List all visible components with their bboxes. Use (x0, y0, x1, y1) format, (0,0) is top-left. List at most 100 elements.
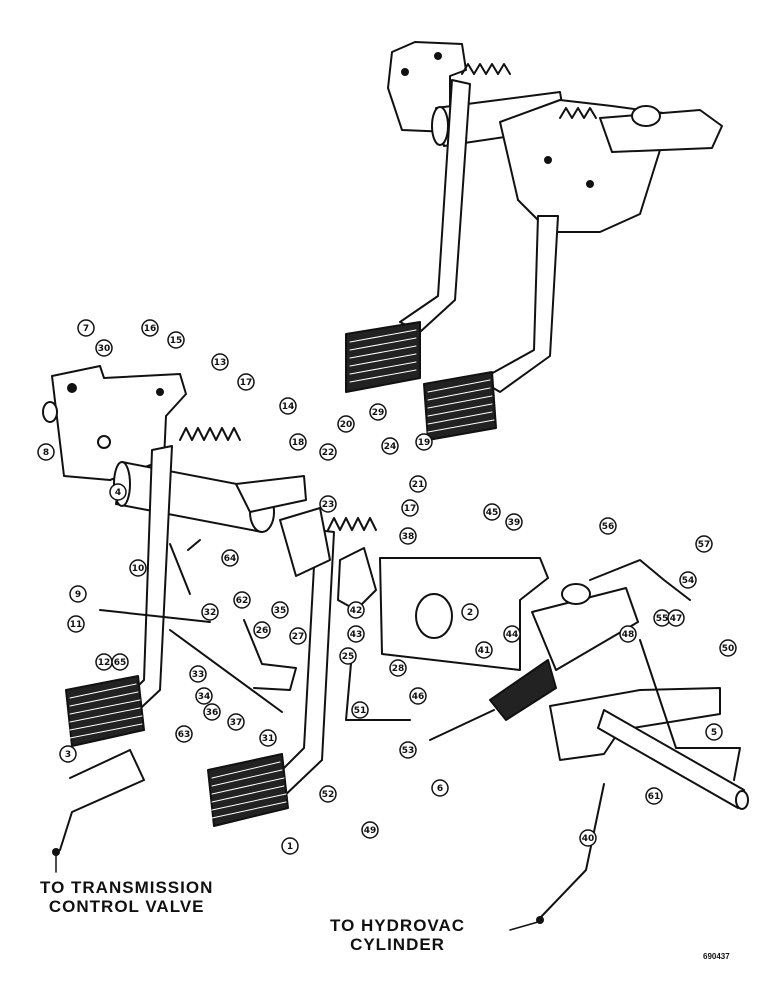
callout-circle (95, 339, 113, 357)
callout-number: 64 (224, 554, 237, 564)
note-line: CYLINDER (350, 935, 445, 954)
left-bushing (42, 401, 58, 423)
callout-number: 26 (256, 626, 269, 636)
callout-circle (431, 779, 449, 797)
callout-circle (645, 787, 663, 805)
callout-circle (339, 647, 357, 665)
callout-number: 52 (322, 790, 335, 800)
assembled-pedal-unit (345, 41, 723, 441)
callout-circle (505, 513, 523, 531)
callout-circle (111, 653, 129, 671)
callout-circle (409, 687, 427, 705)
callout-9: 9 (69, 585, 87, 603)
callout-46: 46 (409, 687, 427, 705)
figure-code: 690437 (703, 952, 730, 961)
exploded-pedal-unit (42, 365, 749, 919)
callout-3: 3 (59, 745, 77, 763)
callout-24: 24 (381, 437, 399, 455)
callout-number: 29 (372, 408, 385, 418)
callout-number: 7 (83, 324, 89, 334)
callout-circle (237, 373, 255, 391)
callout-64: 64 (221, 549, 239, 567)
callout-number: 65 (114, 658, 127, 668)
callout-circle (399, 741, 417, 759)
callout-30: 30 (95, 339, 113, 357)
callout-10: 10 (129, 559, 147, 577)
callout-circle (381, 437, 399, 455)
callout-38: 38 (399, 527, 417, 545)
callout-39: 39 (505, 513, 523, 531)
callout-18: 18 (289, 433, 307, 451)
right-pedal-pad (207, 753, 289, 827)
callout-number: 35 (274, 606, 287, 616)
callout-number: 43 (350, 630, 363, 640)
callout-number: 16 (144, 324, 157, 334)
callout-number: 38 (402, 532, 415, 542)
callout-11: 11 (67, 615, 85, 633)
hydrovac-leader (509, 921, 539, 931)
callout-circle (281, 837, 299, 855)
callout-48: 48 (619, 625, 637, 643)
left-pedal-pad (65, 675, 145, 747)
callout-number: 5 (711, 728, 717, 738)
callout-circle (211, 353, 229, 371)
callout-17: 17 (237, 373, 255, 391)
callout-circle (175, 725, 193, 743)
callout-number: 25 (342, 652, 355, 662)
callout-circle (289, 627, 307, 645)
callout-number: 33 (192, 670, 205, 680)
callout-62: 62 (233, 591, 251, 609)
brake-line (589, 559, 691, 601)
callout-circle (129, 559, 147, 577)
callout-number: 20 (340, 420, 353, 430)
callout-circle (409, 475, 427, 493)
callout-14: 14 (279, 397, 297, 415)
upper-master-cylinder (599, 109, 723, 153)
callout-52: 52 (319, 785, 337, 803)
callout-number: 61 (648, 792, 661, 802)
callout-25: 25 (339, 647, 357, 665)
callout-16: 16 (141, 319, 159, 337)
callout-number: 3 (65, 750, 71, 760)
callout-circle (347, 601, 365, 619)
callout-27: 27 (289, 627, 307, 645)
callout-circle (189, 665, 207, 683)
callout-circle (233, 591, 251, 609)
callout-circle (401, 499, 419, 517)
callout-29: 29 (369, 403, 387, 421)
callout-number: 17 (404, 504, 417, 514)
callout-circle (415, 433, 433, 451)
callout-number: 40 (582, 834, 595, 844)
callout-number: 9 (75, 590, 81, 600)
callout-circle (347, 625, 365, 643)
callout-number: 48 (622, 630, 635, 640)
callout-circle (679, 571, 697, 589)
callout-number: 56 (602, 522, 615, 532)
callout-circle (619, 625, 637, 643)
callout-circle (461, 603, 479, 621)
callout-number: 47 (670, 614, 683, 624)
callout-number: 4 (115, 488, 121, 498)
callout-43: 43 (347, 625, 365, 643)
callout-1: 1 (281, 837, 299, 855)
callout-51: 51 (351, 701, 369, 719)
callout-number: 55 (656, 614, 669, 624)
callout-number: 53 (402, 746, 415, 756)
callout-number: 37 (230, 718, 243, 728)
callout-number: 30 (98, 344, 111, 354)
upper-pedal-arm-right (479, 215, 559, 393)
callout-61: 61 (645, 787, 663, 805)
callout-15: 15 (167, 331, 185, 349)
note-line: TO TRANSMISSION (40, 878, 214, 897)
callout-number: 2 (467, 608, 473, 618)
callout-number: 1 (287, 842, 293, 852)
callout-number: 46 (412, 692, 425, 702)
callout-number: 51 (354, 706, 367, 716)
callout-50: 50 (719, 639, 737, 657)
callout-number: 21 (412, 480, 425, 490)
callout-circle (667, 609, 685, 627)
callout-circle (399, 527, 417, 545)
